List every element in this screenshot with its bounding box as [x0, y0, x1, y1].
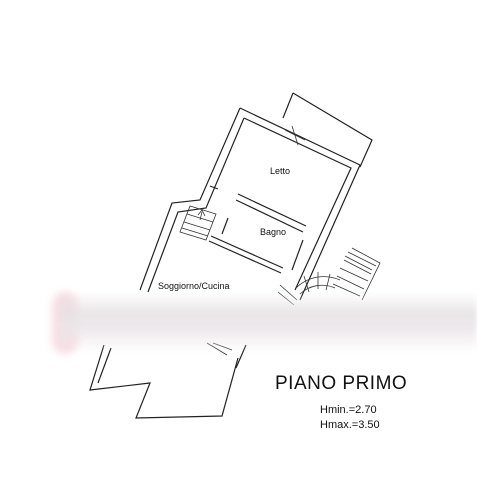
- floor-title: PIANO PRIMO: [275, 373, 408, 394]
- outer-walls: [139, 107, 361, 301]
- lower-walls: [89, 342, 247, 419]
- internal-walls: [208, 185, 307, 274]
- room-label-soggiorno: Soggiorno/Cucina: [158, 281, 230, 291]
- inner-stairs: [179, 205, 217, 241]
- height-min: Hmin.=2.70: [320, 404, 377, 416]
- room-label-bagno: Bagno: [260, 227, 286, 237]
- blurred-watermark-band: [60, 292, 477, 352]
- window-top: [284, 125, 306, 146]
- height-max: Hmax.=3.50: [320, 419, 380, 431]
- room-label-letto: Letto: [270, 166, 290, 176]
- balcony: [282, 92, 373, 168]
